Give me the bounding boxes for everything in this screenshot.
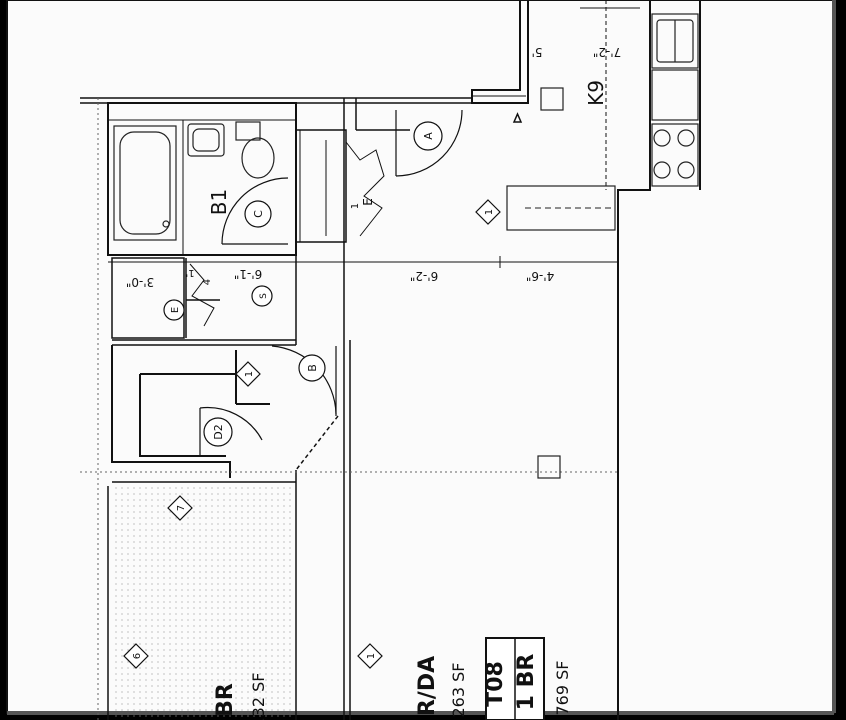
keynote-tag: 7 — [167, 495, 193, 521]
bath-depth-tag: S — [251, 285, 273, 307]
svg-text:S: S — [259, 293, 269, 299]
keynote-tag: 1 — [235, 361, 261, 387]
light-fixture-icon — [537, 455, 561, 479]
bath-door-tag: C — [244, 200, 272, 228]
entry-door-tag-text: A — [422, 132, 435, 140]
sink-icon — [187, 123, 225, 157]
bifold-door — [189, 263, 215, 327]
keynote-tag: 1 — [350, 203, 361, 209]
keynote-tag-text: 1 — [484, 209, 495, 215]
range-icon — [653, 129, 695, 179]
closet-door-tag: B — [298, 354, 326, 382]
bedroom-label: BR — [213, 683, 238, 717]
closet-walls — [111, 345, 270, 478]
entry-door — [395, 109, 463, 177]
keynote-tag-text: 1 — [350, 203, 361, 209]
keynote-tag: 1 — [357, 643, 383, 669]
kitchen-width-dimension: 7'-2" — [593, 45, 621, 59]
hall-width-dimension: 4'-6" — [526, 269, 554, 283]
bathtub-icon — [113, 125, 177, 241]
linen-door-tag: D2 — [203, 417, 233, 447]
entry-door-tag: A — [413, 121, 443, 151]
utility-walls — [111, 255, 297, 346]
closet-width-dimension: 3'-0" — [126, 275, 154, 289]
unit-type: 1 BR — [514, 654, 539, 711]
linen-door-tag-text: D2 — [212, 424, 225, 439]
svg-text:E: E — [170, 307, 181, 313]
living-dining-area-label: 263 SF — [449, 663, 468, 718]
refrigerator-icon — [506, 185, 616, 231]
linen-door — [199, 406, 263, 456]
keynote-tag-text: 1 — [366, 653, 377, 659]
step-dimension: 1' — [185, 267, 194, 278]
unit-area: 769 SF — [553, 661, 572, 716]
storage-door-tag: E — [361, 198, 375, 206]
keynote-tag-text: 6 — [132, 653, 143, 659]
bath-door-tag-text: C — [252, 210, 265, 218]
bath-depth-dimension: 6'-1" — [234, 267, 262, 281]
bath-label: B1 — [207, 189, 231, 215]
living-dining-label: R/DA — [415, 656, 440, 716]
kitchen-walls — [471, 0, 701, 720]
column-marker-icon — [512, 112, 523, 123]
keynote-tag: 1 — [475, 199, 501, 225]
light-fixture-icon — [540, 87, 564, 111]
closet-door-tag-text: B — [306, 364, 319, 372]
bathroom-walls — [107, 102, 297, 256]
keynote-tag-text: 7 — [176, 505, 187, 511]
toilet-icon — [235, 121, 275, 179]
keynote-tag: 6 — [123, 643, 149, 669]
keynote-tag-text: 4 — [202, 279, 213, 285]
kitchen-label: K9 — [584, 80, 608, 106]
bath-door — [221, 177, 289, 245]
bedroom-floor — [112, 486, 294, 720]
kitchen-counter — [651, 13, 699, 187]
bedroom-area-label: 132 SF — [249, 673, 268, 720]
bath-width-dimension: 6'-2" — [410, 269, 438, 283]
keynote-tag-text: 1 — [244, 371, 255, 377]
electric-panel-icon: E — [163, 299, 185, 321]
keynote-tag: 4 — [202, 279, 213, 285]
unit-number: T08 — [483, 661, 508, 707]
living-room-walls — [107, 130, 351, 720]
kitchen-depth-dimension: 5' — [532, 45, 543, 59]
